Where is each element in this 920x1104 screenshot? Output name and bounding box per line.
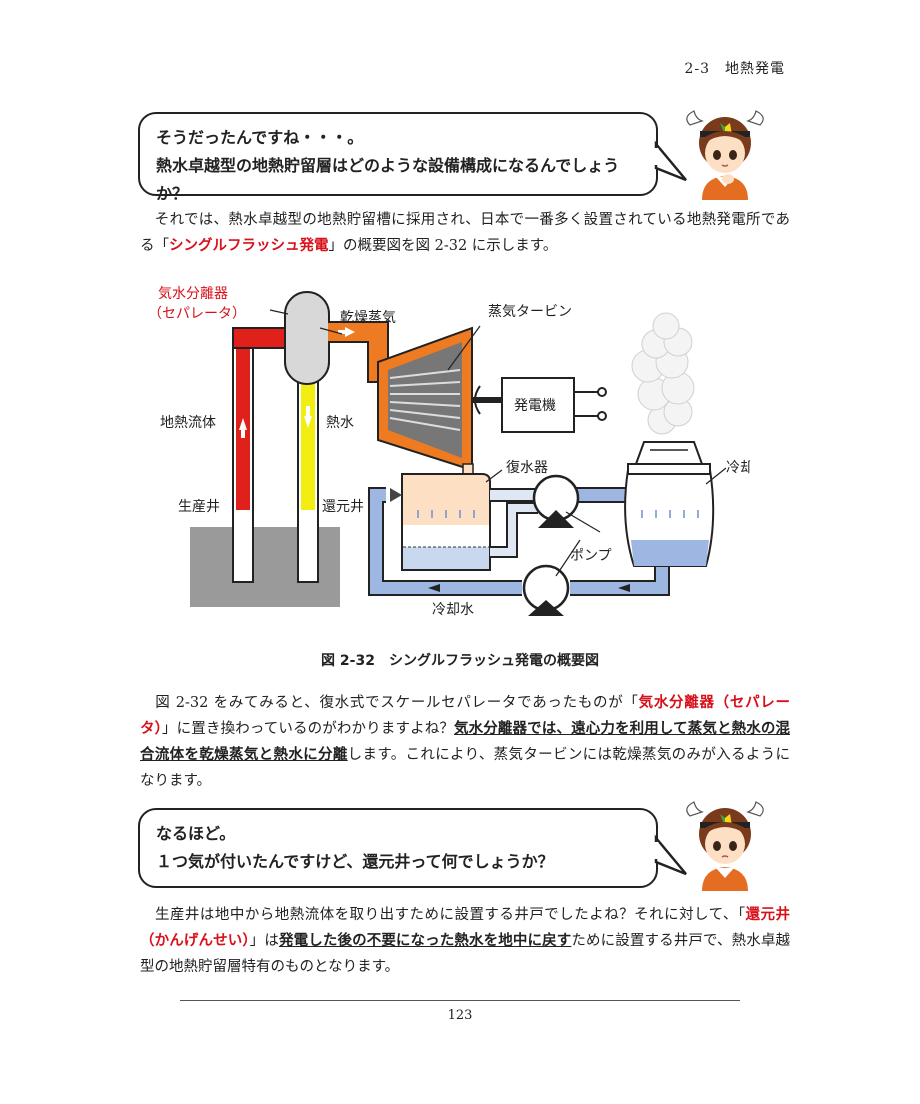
single-flash-diagram: 気水分離器 （セパレータ） 乾燥蒸気 蒸気タービン 発電機 地熱流体 熱水 復水… bbox=[150, 285, 750, 618]
hot-water-pipe bbox=[301, 370, 315, 510]
separator-vessel bbox=[284, 291, 330, 385]
underlined-text: 体を乾燥蒸気と熱水に分離 bbox=[169, 746, 348, 763]
bubble-tail bbox=[653, 834, 687, 876]
text: します。これにより、蒸気タービンには乾燥蒸気のみが入るようになり bbox=[140, 747, 791, 789]
highlight-term: 気水分離器（セパレータ） bbox=[140, 695, 790, 737]
steam-plume bbox=[631, 312, 695, 435]
label-dry-steam: 乾燥蒸気 bbox=[340, 310, 396, 326]
label-cooling-water: 冷却水 bbox=[432, 602, 474, 618]
paragraph-reinjection: 生産井は地中から地熱流体を取り出すために設置する井戸でしたよね？それに対して、「… bbox=[140, 902, 790, 980]
section-header: 2-3 地熱発電 bbox=[684, 61, 785, 77]
figure-caption: 図 2-32 シングルフラッシュ発電の概要図 bbox=[321, 653, 599, 669]
bubble-line: そうだったんですね・・・。 bbox=[156, 128, 364, 147]
text: ために設置する井戸で、熱水卓 bbox=[571, 933, 776, 949]
text: 」の概要図を図 2-32 に示します。 bbox=[328, 238, 558, 254]
label-separator-1: 気水分離器 bbox=[158, 285, 228, 302]
bubble-tail bbox=[653, 140, 687, 182]
label-cooling-tower: 冷却塔 bbox=[726, 460, 750, 476]
text: 図 2-32 をみてみると、復水式でスケールセパレータであったものが「 bbox=[140, 695, 639, 711]
paragraph-intro: それでは、熱水卓越型の地熱貯留槽に採用され、日本で一番多く設置されている地熱発電… bbox=[140, 207, 790, 259]
text: 」 bbox=[162, 721, 177, 737]
text: 越型の地熱貯留層特有のものとなります。 bbox=[140, 933, 791, 975]
label-generator: 発電機 bbox=[514, 398, 556, 414]
label-separator-2: （セパレータ） bbox=[150, 306, 246, 322]
text: 」は bbox=[249, 933, 279, 949]
bubble-line: １つ気が付いたんですけど、還元井って何でしょうか？ bbox=[156, 852, 554, 871]
text: る「 bbox=[140, 238, 169, 254]
text: 生産井は地中から地熱流体を取り出すために設置する井戸でしたよね？それに対して、「 bbox=[140, 907, 746, 923]
label-condenser: 復水器 bbox=[506, 459, 548, 476]
generator-box bbox=[501, 377, 575, 433]
label-turbine: 蒸気タービン bbox=[488, 304, 572, 320]
speech-bubble-2: なるほど。 １つ気が付いたんですけど、還元井って何でしょうか？ bbox=[138, 808, 658, 888]
character-avatar-icon bbox=[686, 801, 764, 891]
label-production-well: 生産井 bbox=[178, 499, 220, 515]
speech-bubble-1: そうだったんですね・・・。 熱水卓越型の地熱貯留層はどのような設備構成になるんで… bbox=[138, 112, 658, 203]
highlight-term: （かんげんせい） bbox=[140, 933, 250, 949]
text: ます。 bbox=[169, 773, 212, 789]
character-avatar-icon bbox=[686, 110, 764, 200]
label-pump: ポンプ bbox=[570, 548, 612, 564]
label-reinjection-well: 還元井 bbox=[322, 499, 364, 515]
label-hot-water: 熱水 bbox=[326, 415, 354, 431]
page-number: 123 bbox=[447, 1008, 473, 1023]
highlight-term: 還元井 bbox=[745, 907, 790, 923]
paragraph-explanation: 図 2-32 をみてみると、復水式でスケールセパレータであったものが「気水分離器… bbox=[140, 690, 790, 794]
text: それでは、熱水卓越型の地熱貯留槽に採用され、日本で一番多く設置されている地熱発電… bbox=[140, 212, 790, 228]
bubble-line: 熱水卓越型の地熱貯留層はどのような設備構成になるんでしょうか？ bbox=[156, 156, 620, 203]
footer-divider bbox=[180, 1000, 740, 1001]
bubble-line: なるほど。 bbox=[156, 824, 236, 843]
underlined-text: 気水分離器では、遠心力を利用して蒸気と熱水の混合流 bbox=[140, 720, 791, 763]
text: に置き換わっているのがわかりますよね？ bbox=[176, 721, 454, 737]
highlight-term: シングルフラッシュ発電 bbox=[169, 238, 329, 254]
underlined-text: 発電した後の不要になった熱水を地中に戻す bbox=[278, 932, 572, 949]
label-geothermal-fluid: 地熱流体 bbox=[160, 415, 216, 431]
